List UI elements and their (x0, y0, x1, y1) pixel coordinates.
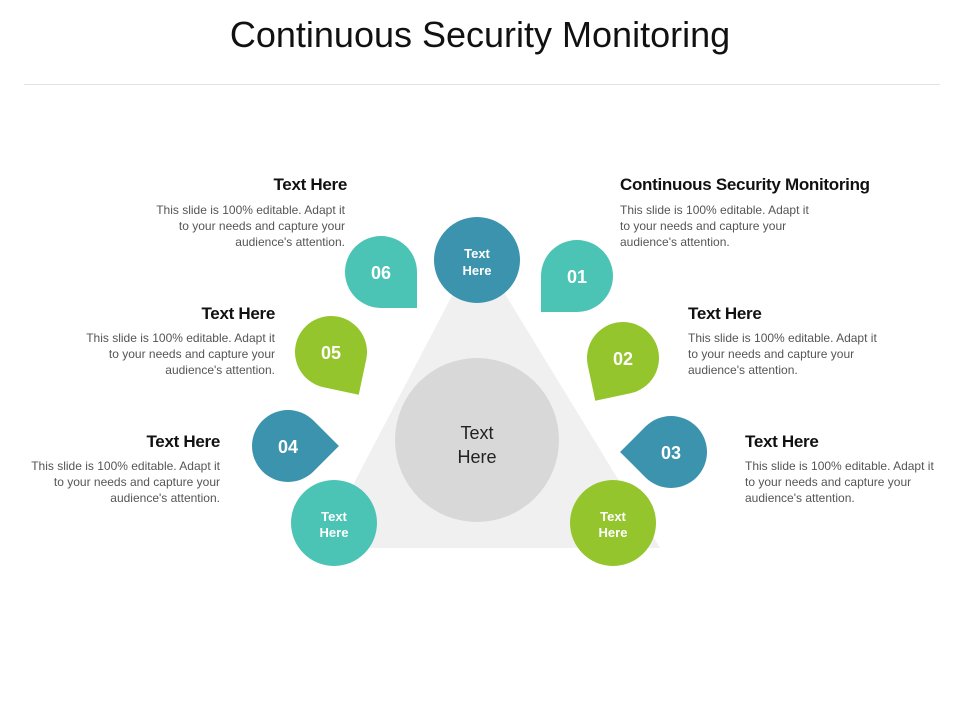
center-circle (395, 358, 559, 522)
step-01-body: This slide is 100% editable. Adapt it to… (620, 203, 809, 249)
step-marker-03: 03 (620, 416, 707, 488)
step-02-heading: Text Here (688, 304, 762, 323)
step-number-03: 03 (661, 443, 681, 463)
corner-bottom-left-line2: Here (320, 525, 349, 540)
step-04-heading: Text Here (146, 432, 220, 451)
corner-top-line1: Text (464, 246, 490, 261)
corner-top-line2: Here (463, 263, 492, 278)
step-06-heading: Text Here (273, 175, 347, 194)
step-marker-01: 01 (541, 240, 613, 312)
center-label-line1: Text (460, 423, 493, 443)
step-04-body: This slide is 100% editable. Adapt it to… (31, 459, 220, 505)
corner-circle-top: Text Here (434, 217, 520, 303)
corner-circle-bottom-left: Text Here (291, 480, 377, 566)
slide-title: Continuous Security Monitoring (229, 14, 731, 55)
center-label-line2: Here (457, 447, 496, 467)
step-number-02: 02 (613, 349, 633, 369)
step-marker-05: 05 (295, 316, 367, 395)
step-marker-02: 02 (587, 322, 659, 401)
step-number-05: 05 (321, 343, 341, 363)
step-number-04: 04 (278, 437, 298, 457)
corner-circle-bottom-right: Text Here (570, 480, 656, 566)
corner-bottom-left-line1: Text (321, 509, 347, 524)
title-divider (24, 84, 940, 85)
step-number-06: 06 (371, 263, 391, 283)
step-number-01: 01 (567, 267, 587, 287)
step-03-body: This slide is 100% editable. Adapt it to… (745, 459, 934, 505)
step-06-body: This slide is 100% editable. Adapt it to… (156, 203, 345, 249)
corner-bottom-right-line2: Here (599, 525, 628, 540)
step-marker-06: 06 (345, 236, 417, 308)
step-03-heading: Text Here (745, 432, 819, 451)
step-05-body: This slide is 100% editable. Adapt it to… (86, 331, 275, 377)
step-02-body: This slide is 100% editable. Adapt it to… (688, 331, 877, 377)
corner-bottom-right-line1: Text (600, 509, 626, 524)
step-05-heading: Text Here (201, 304, 275, 323)
step-marker-04: 04 (252, 410, 339, 482)
step-01-heading: Continuous Security Monitoring (620, 175, 870, 194)
